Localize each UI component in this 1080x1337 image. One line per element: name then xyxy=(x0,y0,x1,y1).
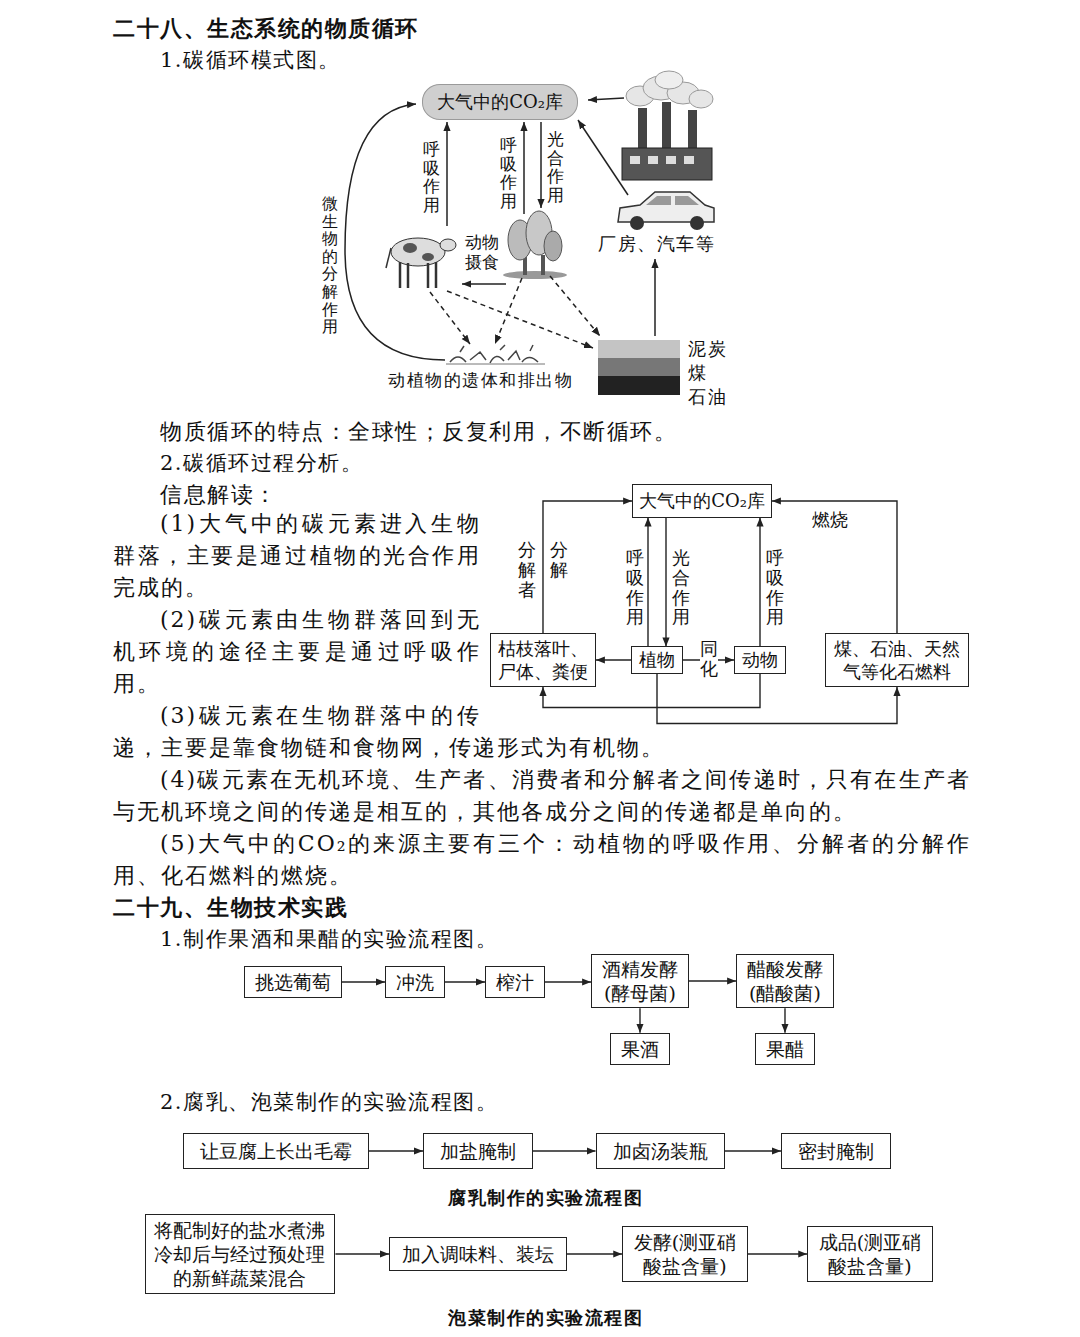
flow-arrow xyxy=(759,518,760,647)
box-text: 密封腌制 xyxy=(798,1139,874,1163)
edge-label: 燃烧 xyxy=(812,508,848,532)
process-box: 发酵(测亚硝酸盐含量) xyxy=(622,1226,748,1283)
edge-label: 光合作用 xyxy=(672,548,690,627)
edge-label: 分解 xyxy=(550,540,568,580)
co2-pool: 大气中的CO₂库 xyxy=(422,84,578,119)
process-box: 醋酸发酵(醋酸菌) xyxy=(736,954,834,1009)
note-text: 物质循环的特点：全球性；反复利用，不断循环。 xyxy=(160,418,677,446)
process-box: 成品(测亚硝酸盐含量) xyxy=(807,1226,933,1283)
box-text: 酒精发酵(酵母菌) xyxy=(600,957,680,1006)
figure-title: 1.碳循环模式图。 xyxy=(160,47,341,73)
section-heading: 二十八、生态系统的物质循环 xyxy=(113,15,419,43)
co2-pool-box: 大气中的CO₂库 xyxy=(632,484,772,517)
flow-arrow xyxy=(543,501,632,633)
edge-label: 呼吸作用 xyxy=(766,548,784,627)
figure-title: 1.制作果酒和果醋的实验流程图。 xyxy=(160,926,498,952)
box-text: 加卤汤装瓶 xyxy=(613,1139,708,1163)
product-box: 果酒 xyxy=(610,1033,670,1065)
paragraph: (5)大气中的CO₂的来源主要有三个：动植物的呼吸作用、分解者的分解作用、化石燃… xyxy=(113,828,971,892)
flow-arrow xyxy=(647,518,648,647)
flow-arrow xyxy=(335,1253,389,1254)
process-box: 榨汁 xyxy=(485,966,545,998)
box-text: 成品(测亚硝酸盐含量) xyxy=(818,1230,922,1279)
flow-arrow xyxy=(772,501,897,633)
box-text: 让豆腐上长出毛霉 xyxy=(200,1139,352,1163)
layer-label: 泥炭 xyxy=(688,338,727,361)
box-text: 动物 xyxy=(742,648,778,671)
fossil-layers xyxy=(598,340,680,395)
flow-arrow xyxy=(596,659,631,660)
figure-title: 2.碳循环过程分析。 xyxy=(160,450,363,476)
paragraph: (4)碳元素在无机环境、生产者、消费者和分解者之间传递时，只有在生产者与无机环境… xyxy=(113,764,971,828)
flow-arrow xyxy=(445,981,485,982)
producer-box: 植物 xyxy=(631,646,683,673)
picture-label: 厂房、汽车等 xyxy=(598,233,715,256)
figure-caption: 腐乳制作的实验流程图 xyxy=(448,1187,643,1210)
box-text: 加盐腌制 xyxy=(440,1139,516,1163)
plants-picture xyxy=(503,211,567,279)
cow-picture xyxy=(386,238,456,288)
flow-arrow xyxy=(639,1008,640,1033)
remains-box: 枯枝落叶、尸体、粪便 xyxy=(490,633,596,687)
box-text: 将配制好的盐水煮沸冷却后与经过预处理的新鲜蔬菜混合 xyxy=(154,1218,327,1291)
process-box: 加盐腌制 xyxy=(423,1133,533,1169)
process-label: 微生物的分解作用 xyxy=(322,195,338,336)
process-box: 冲洗 xyxy=(385,966,445,998)
process-box: 酒精发酵(酵母菌) xyxy=(591,954,689,1009)
text-flow: (1)大气中的碳元素进入生物群落，主要是通过植物的光合作用完成的。(2)碳元素由… xyxy=(113,508,971,892)
section-heading: 二十九、生物技术实践 xyxy=(113,894,348,922)
flow-arrow xyxy=(748,1253,807,1254)
box-text: 醋酸发酵(醋酸菌) xyxy=(745,957,825,1006)
process-box: 加入调味料、装坛 xyxy=(389,1237,567,1271)
box-text: 果酒 xyxy=(621,1037,659,1061)
car-picture xyxy=(618,192,714,230)
box-text: 枯枝落叶、尸体、粪便 xyxy=(497,637,589,683)
flow-arrow xyxy=(784,1008,785,1033)
figure-caption: 泡菜制作的实验流程图 xyxy=(448,1307,643,1330)
layer-label: 煤 xyxy=(688,362,708,385)
box-text: 榨汁 xyxy=(496,970,534,994)
box-text: 大气中的CO₂库 xyxy=(639,489,765,512)
layer-label: 石油 xyxy=(688,386,727,409)
flow-arrow xyxy=(567,1253,622,1254)
flow-arrow xyxy=(545,981,591,982)
picture-label: 动植物的遗体和排出物 xyxy=(388,370,573,391)
flow-arrow xyxy=(342,981,385,982)
box-text: 冲洗 xyxy=(396,970,434,994)
fossil-fuel-box: 煤、石油、天然气等化石燃料 xyxy=(825,633,969,687)
process-box: 挑选葡萄 xyxy=(244,966,342,998)
factory-picture xyxy=(622,71,713,180)
flow-arrow xyxy=(689,980,736,981)
process-box: 加卤汤装瓶 xyxy=(596,1133,725,1169)
box-text: 加入调味料、装坛 xyxy=(402,1242,554,1266)
process-box: 让豆腐上长出毛霉 xyxy=(183,1133,369,1169)
process-label: 呼吸作用 xyxy=(423,140,440,215)
box-text: 发酵(测亚硝酸盐含量) xyxy=(633,1230,737,1279)
remains-picture xyxy=(446,345,545,364)
box-text: 植物 xyxy=(639,648,675,671)
process-label: 呼吸作用 xyxy=(500,136,517,211)
process-box: 将配制好的盐水煮沸冷却后与经过预处理的新鲜蔬菜混合 xyxy=(145,1214,336,1295)
flow-arrow xyxy=(533,1150,596,1151)
process-box: 密封腌制 xyxy=(781,1133,891,1169)
figure-title: 2.腐乳、泡菜制作的实验流程图。 xyxy=(160,1089,498,1115)
box-text: 大气中的CO₂库 xyxy=(437,90,563,113)
flow-arrow xyxy=(665,518,666,647)
paragraph: (3)碳元素在生物群落中的传递，主要是靠食物链和食物网，传递形式为有机物。 xyxy=(113,700,971,764)
flow-arrow xyxy=(725,1150,782,1151)
process-label: 动物摄食 xyxy=(465,232,500,273)
edge-label: 同化 xyxy=(700,639,718,679)
flow-arrow xyxy=(369,1150,423,1151)
flow-arrows xyxy=(345,98,655,360)
note-heading: 信息解读： xyxy=(160,481,278,509)
box-text: 果醋 xyxy=(766,1037,804,1061)
product-box: 果醋 xyxy=(755,1033,815,1065)
edge-label: 呼吸作用 xyxy=(626,548,644,627)
process-label: 分解者 xyxy=(518,540,536,599)
process-label: 光合作用 xyxy=(547,130,564,205)
consumer-box: 动物 xyxy=(734,646,786,673)
box-text: 煤、石油、天然气等化石燃料 xyxy=(833,637,961,683)
box-text: 挑选葡萄 xyxy=(255,970,331,994)
